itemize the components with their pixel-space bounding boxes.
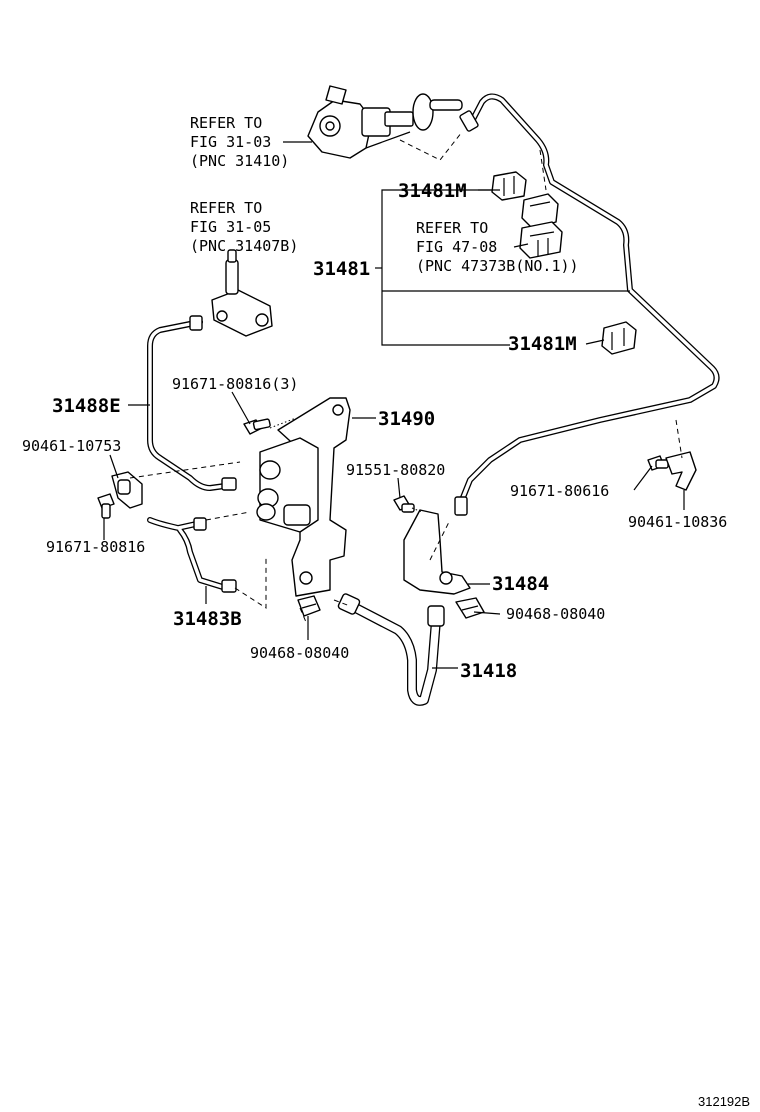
label-31490: 31490 (378, 408, 435, 430)
label-31488E: 31488E (52, 395, 121, 417)
master-cylinder (307, 85, 463, 159)
label-91671-80816-3: 91671-80816(3) (172, 375, 298, 393)
clip-90461-10836 (665, 451, 697, 491)
clamp-top (491, 171, 527, 201)
ref2-line2: FIG 31-05 (190, 218, 271, 236)
hose-31418 (337, 593, 445, 706)
label-31481M-top: 31481M (398, 180, 467, 202)
refer-fig-31-03: REFER TO FIG 31-03 (PNC 31410) (190, 114, 289, 170)
valve-body (256, 437, 319, 533)
label-90461-10753: 90461-10753 (22, 437, 121, 455)
refer-fig-31-05: REFER TO FIG 31-05 (PNC 31407B) (190, 199, 298, 255)
bolt-91671-80816-3 (243, 418, 271, 435)
label-31481M-bottom: 31481M (508, 333, 577, 355)
label-91551-80820: 91551-80820 (346, 461, 445, 479)
ref3-line3: (PNC 47373B(NO.1)) (416, 257, 579, 275)
pipe-31483B (147, 517, 237, 593)
label-91671-80616: 91671-80616 (510, 482, 609, 500)
ref1-line2: FIG 31-03 (190, 133, 271, 151)
ref2-line3: (PNC 31407B) (190, 237, 298, 255)
ref3-line2: FIG 47-08 (416, 238, 497, 256)
ref1-line1: REFER TO (190, 114, 262, 132)
pipe-31488E (147, 315, 237, 491)
label-31418: 31418 (460, 660, 517, 682)
ref3-line1: REFER TO (416, 219, 488, 237)
clip-90468-right (455, 597, 485, 619)
refer-fig-47-08: REFER TO FIG 47-08 (PNC 47373B(NO.1)) (416, 219, 579, 275)
label-31481: 31481 (313, 258, 370, 280)
label-91671-80816: 91671-80816 (46, 538, 145, 556)
bolt-91551-80820 (393, 495, 415, 513)
brake-line-main (454, 93, 720, 516)
upper-fitting (211, 249, 273, 337)
label-90461-10836: 90461-10836 (628, 513, 727, 531)
label-90468-08040-bottom: 90468-08040 (250, 644, 349, 662)
clip-90461-10753 (111, 471, 143, 509)
label-31484: 31484 (492, 573, 549, 595)
clamp-block-ref (519, 193, 563, 259)
diagram-code: 312192B (698, 1094, 750, 1109)
label-90468-08040-right: 90468-08040 (506, 605, 605, 623)
clip-90468-bottom (297, 595, 321, 617)
ref2-line1: REFER TO (190, 199, 262, 217)
bolt-91671-80816 (97, 493, 115, 519)
label-31483B: 31483B (173, 608, 242, 630)
bracket-31484 (403, 509, 471, 595)
clamp-bottom (601, 321, 637, 355)
ref1-line3: (PNC 31410) (190, 152, 289, 170)
